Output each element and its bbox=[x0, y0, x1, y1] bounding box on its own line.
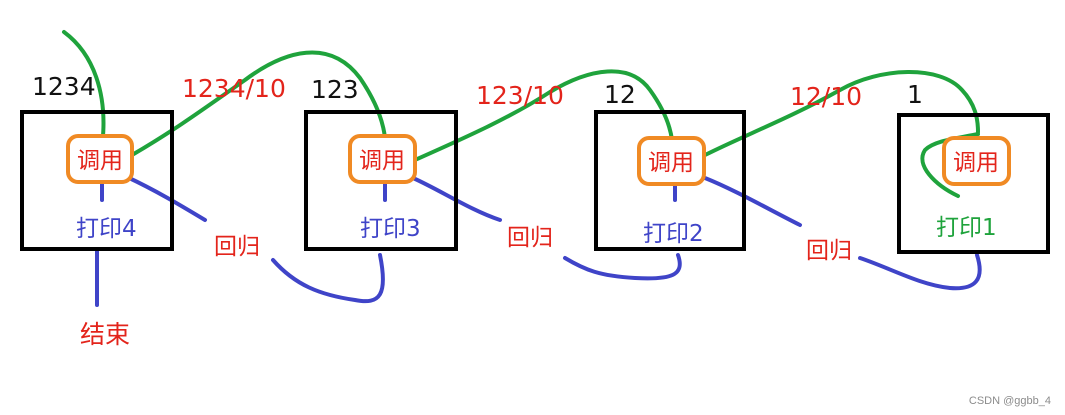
return-curve-1-to-0-start bbox=[125, 175, 207, 222]
print-label-3: 打印3 bbox=[360, 216, 421, 242]
frame-value-123: 123 bbox=[311, 75, 359, 104]
call-badge-3 bbox=[637, 136, 706, 186]
frame-box-123 bbox=[304, 110, 458, 251]
frame-box-1 bbox=[897, 113, 1050, 254]
frame-values: 1234 123 12 1 bbox=[32, 72, 923, 109]
call-text-2: 调用 bbox=[359, 148, 405, 174]
frame-value-1234: 1234 bbox=[32, 72, 96, 101]
call-badge-1 bbox=[66, 134, 134, 184]
watermark: CSDN @ggbb_4 bbox=[968, 395, 1051, 407]
call-badge-2 bbox=[348, 134, 417, 184]
entry-call-curve bbox=[62, 30, 106, 138]
print-label-2: 打印2 bbox=[643, 221, 704, 247]
return-curve-2-to-1-start bbox=[703, 176, 802, 227]
end-label: 结束 bbox=[80, 320, 130, 349]
call-curve-2-to-3 bbox=[413, 69, 674, 162]
call-curve-1-to-2 bbox=[130, 50, 387, 157]
frame-value-1: 1 bbox=[907, 80, 923, 109]
call-arrows bbox=[62, 30, 980, 198]
division-labels: 1234/10 123/10 12/10 bbox=[182, 74, 862, 111]
frame-boxes bbox=[20, 110, 1050, 254]
call-text-1: 调用 bbox=[77, 148, 123, 174]
frame-box-1234 bbox=[20, 110, 174, 251]
print-labels: 打印4 打印3 打印2 打印1 bbox=[76, 215, 997, 247]
print-label-4: 打印4 bbox=[76, 216, 137, 242]
call-text-4: 调用 bbox=[953, 150, 999, 176]
return-label-1: 回归 bbox=[214, 234, 260, 260]
return-curve-2-to-1 bbox=[271, 253, 385, 304]
return-label-3: 回归 bbox=[806, 238, 852, 264]
frame-value-12: 12 bbox=[604, 80, 636, 109]
return-curve-4-to-3 bbox=[858, 253, 982, 291]
return-label-2: 回归 bbox=[507, 225, 553, 251]
call-curve-3-to-4 bbox=[703, 70, 980, 157]
call-badge-4 bbox=[942, 136, 1011, 186]
division-label-2: 123/10 bbox=[476, 81, 564, 110]
frame-box-12 bbox=[594, 110, 746, 251]
division-label-1: 1234/10 bbox=[182, 74, 286, 103]
return-curve-3-to-2 bbox=[563, 253, 682, 281]
print-label-1: 打印1 bbox=[936, 215, 997, 241]
return-labels: 回归 回归 回归 bbox=[214, 225, 852, 264]
call-badges: 调用 调用 调用 调用 bbox=[66, 134, 1011, 186]
division-label-3: 12/10 bbox=[790, 82, 862, 111]
call-text-3: 调用 bbox=[648, 150, 694, 176]
